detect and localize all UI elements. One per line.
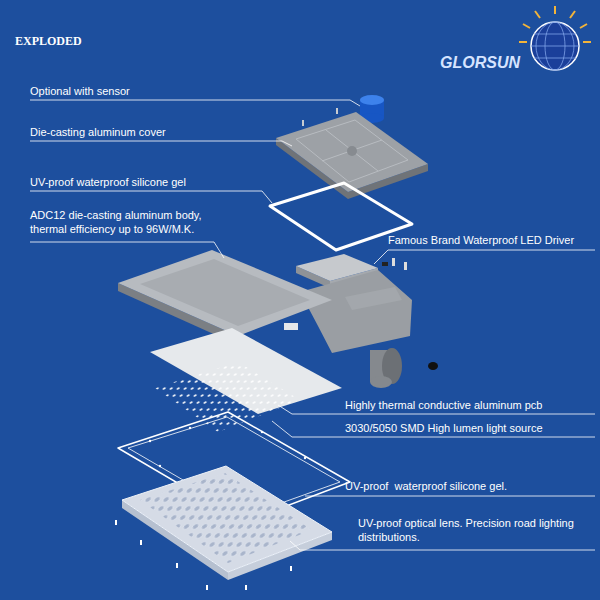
part-label: Die-casting aluminum cover	[30, 125, 270, 139]
logo-text: GLORSUN	[440, 54, 520, 72]
part-label: Famous Brand Waterproof LED Driver	[388, 233, 596, 247]
part-label: Highly thermal conductive aluminum pcb	[345, 398, 595, 412]
part-label: Optional with sensor	[30, 84, 330, 98]
aluminum-cover	[276, 112, 428, 199]
part-label: UV-proof waterproof silicone gel.	[345, 479, 595, 493]
part-label: UV-proof optical lens. Precision road li…	[358, 516, 594, 544]
led-array	[155, 362, 300, 432]
part-label: 3030/5050 SMD High lumen light source	[345, 421, 595, 435]
diagram-title: EXPLODED	[15, 34, 82, 48]
part-label: UV-proof waterproof silicone gel	[30, 175, 260, 189]
leader-lines	[30, 100, 595, 550]
optical-lens	[115, 466, 332, 590]
logo-globe	[519, 6, 591, 70]
part-label: ADC12 die-casting aluminum body, thermal…	[30, 208, 230, 236]
